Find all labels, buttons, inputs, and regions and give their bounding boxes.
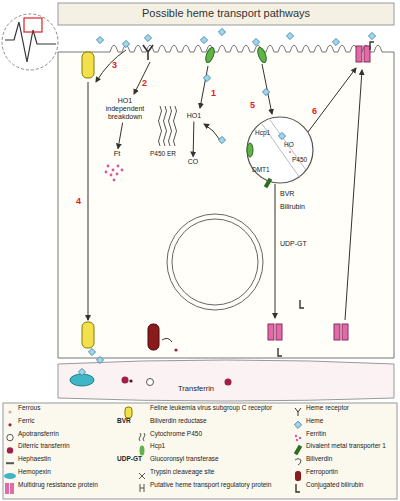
legend-text: Biliverdin reductase (150, 417, 207, 424)
legend-text: Trypsin cleaveage site (150, 468, 214, 475)
part-label: Transferrin (178, 385, 214, 394)
part-label: BVR (280, 190, 294, 198)
callout-number: 5 (250, 100, 255, 110)
legend-text: Glucoronsyl transferase (150, 455, 219, 462)
part-label: HO (284, 141, 294, 148)
part-label: DMT1 (252, 166, 270, 173)
legend-text: Heme receptor (306, 404, 349, 411)
legend-text: Hemopexin (18, 468, 51, 475)
legend-text: Ferric (18, 417, 35, 424)
part-label: BVR (117, 417, 131, 424)
endosome (247, 117, 313, 188)
pathway-arrow (118, 123, 123, 149)
legend-text: Hephaestin (18, 455, 51, 462)
part-label: UDP-GT (280, 240, 307, 248)
legend-text: Ferritin (306, 430, 326, 437)
blood-vessel (58, 360, 394, 401)
text-node: HO1 (182, 112, 206, 120)
legend-text: Divalent metal transporter 1 (306, 442, 386, 449)
part-label: UDP-GT (117, 455, 142, 462)
callout-number: 3 (112, 60, 117, 70)
title-box (58, 3, 394, 25)
node-text: HO1 independent breakdown (98, 97, 152, 121)
legend-text: Cytochrome P450 (150, 430, 202, 437)
ferritin-dots (105, 165, 124, 182)
node-text: CO (182, 158, 204, 166)
legend-text: Heme (306, 417, 323, 424)
cytoplasmic-heme (88, 74, 269, 363)
node-text: HO1 (182, 112, 206, 120)
legend-text: Ferroportin (306, 468, 338, 475)
legend-text: Feline leukemia virus subgroup C recepto… (150, 404, 272, 411)
node-text: Ft (106, 150, 128, 159)
legend-text: Diferric transferrin (18, 442, 70, 449)
legend-text: Putative heme transport regulatory prote… (150, 481, 271, 488)
nucleus (167, 214, 263, 310)
diagram-title: Possible heme transport pathways (58, 7, 394, 20)
legend-text: Biliverdin (306, 455, 332, 462)
callout-number: 6 (312, 106, 317, 116)
callout-number: 4 (76, 196, 81, 206)
basolateral-transporters (82, 42, 374, 356)
legend-text: Hcp1 (150, 442, 165, 449)
part-label: Hcp1 (255, 129, 270, 136)
part-label: P450 ER (150, 150, 176, 157)
legend-text: Apotransferrin (18, 430, 59, 437)
part-label: Bilirubin (280, 203, 305, 211)
cell-membrane (58, 45, 394, 358)
text-node: CO (182, 158, 204, 166)
apical-transporters (82, 28, 376, 78)
part-label: P450 (292, 156, 307, 163)
callout-number: 1 (211, 88, 216, 98)
legend-text: Multidrug resistance protein (18, 481, 98, 488)
legend-text: Ferrous (18, 404, 40, 411)
pathway-arrows (88, 50, 362, 320)
legend-text: Conjugated bilirubin (306, 481, 363, 488)
legend-samples (3, 403, 397, 499)
callout-number: 2 (142, 78, 147, 88)
text-node: Ft (106, 150, 128, 159)
waveform-inset (2, 14, 58, 70)
text-node: HO1 independent breakdown (98, 97, 152, 121)
endoplasmic-reticulum (159, 106, 177, 146)
pathway-arrow (193, 122, 195, 157)
